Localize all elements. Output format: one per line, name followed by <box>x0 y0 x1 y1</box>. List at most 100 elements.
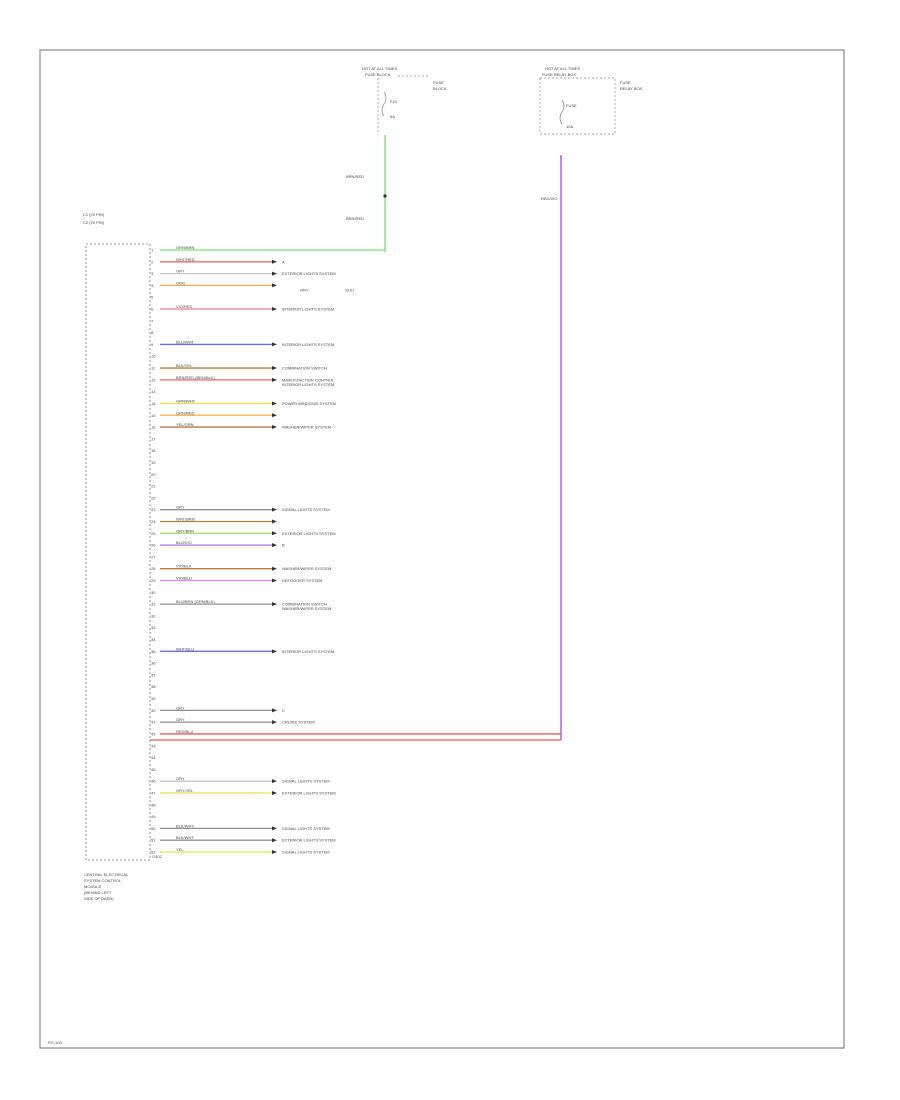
pin-row-22: 22 <box>151 495 156 500</box>
destination-label: POWER WINDOWS SYSTEM <box>282 401 336 406</box>
pin-number: 33 <box>151 625 156 630</box>
pin-number: 25 <box>151 531 156 536</box>
diagram-frame <box>39 49 845 1049</box>
terminal-arrow-icon <box>272 720 277 725</box>
pin-number: 32 <box>151 613 156 618</box>
connector-caption-5: SIDE OF DASH) <box>84 896 114 901</box>
fuse-2-symbol <box>559 99 565 125</box>
pin-number: 12 <box>151 377 156 382</box>
pin-number: 9 <box>151 342 154 347</box>
pin-number: 18 <box>151 448 156 453</box>
pin-number: 49 <box>151 814 156 819</box>
wire-color-label: GRY/BRN <box>176 528 194 533</box>
fuse-1-amps: 5A <box>390 114 395 119</box>
destination-label: DEFOGGER SYSTEM <box>282 578 322 583</box>
wire-color-label: GRY/YEL <box>176 788 194 793</box>
pin-row-5: 5 <box>151 295 154 300</box>
pin-row-21: 21 <box>151 484 156 489</box>
connector-outline <box>85 243 151 861</box>
terminal-arrow-icon <box>272 826 277 831</box>
pin-number: 30 <box>151 590 156 595</box>
pin-number: 45 <box>151 767 156 772</box>
pin-number: 17 <box>151 436 156 441</box>
pin-row-33: 33 <box>151 625 156 630</box>
terminal-arrow-icon <box>272 259 277 264</box>
pin-number: 38 <box>151 684 156 689</box>
wire-color-label: GRN/WHT <box>176 398 196 403</box>
connector-caption-1: CENTRAL ELECTRICAL <box>84 872 129 877</box>
wire-color-label: WHT/BRN <box>176 516 195 521</box>
pin-number: 51 <box>151 838 156 843</box>
connector-bottom-pin: G402 <box>152 854 163 859</box>
pin-number: 43 <box>151 743 156 748</box>
terminal-arrow-icon <box>272 401 277 406</box>
wire-color-label: BLK/YEL <box>176 363 193 368</box>
pin-row-45: 45 <box>151 767 156 772</box>
pin-number: 20 <box>151 472 156 477</box>
wire-color-label: BLK/WHT <box>176 823 194 828</box>
sub-destination-label: INTERIOR LIGHTS SYSTEM <box>282 382 334 387</box>
sub-destination-label: WASHER/WIPER SYSTEM <box>282 606 331 611</box>
pin-row-32: 32 <box>151 613 156 618</box>
wire-color-label: RED/BLU <box>176 729 193 734</box>
pin-number: 14 <box>151 401 156 406</box>
fuse-block-2: HOT AT ALL TIMES FUSE RELAY BOX FUSE 10A… <box>539 66 643 135</box>
destination-label: INTERIOR LIGHTS SYSTEM <box>282 307 334 312</box>
destination-label: C <box>282 708 285 713</box>
wire-color-label: YEL/GRN <box>176 422 194 427</box>
pin-number: 36 <box>151 661 156 666</box>
destination-label: MAIN FUNCTION CONTROL <box>282 377 335 382</box>
fuse-1-title: HOT AT ALL TIMES <box>362 66 397 71</box>
pin-row-34: 34 <box>151 637 156 642</box>
pin-number: 8 <box>151 330 154 335</box>
pin-row-37: 37 <box>151 672 156 677</box>
wire-color-label: ORG <box>176 280 185 285</box>
wire-color-label: VIO/BLU <box>176 576 192 581</box>
pin-row-38: 38 <box>151 684 156 689</box>
terminal-arrow-icon <box>272 566 277 571</box>
wire-color-label: GRY <box>176 717 185 722</box>
wire-color-label: WHT/BLU <box>176 646 194 651</box>
pin-number: 24 <box>151 519 156 524</box>
wire-color-label: GRY <box>176 705 185 710</box>
connector-block: C1 (20 PIN) C2 (20 PIN) G402 CENTRAL ELE… <box>83 212 163 901</box>
wire-color-label: BLK/WHT <box>176 835 194 840</box>
pin-row-18: 18 <box>151 448 156 453</box>
terminal-arrow-icon <box>272 850 277 854</box>
fuse-2-fuse: FUSE <box>566 103 577 108</box>
terminal-arrow-icon <box>272 779 277 784</box>
terminal-arrow-icon <box>272 519 277 524</box>
fuse-1-sub: FUSE BLOCK <box>365 72 391 77</box>
wire-color-label: BLU/BRN (GRN/BLK) <box>176 599 215 604</box>
fuse-block-1: HOT AT ALL TIMES FUSE BLOCK F10 5A FUSE … <box>362 66 447 135</box>
pin-number: 13 <box>151 389 156 394</box>
wire-color-label: GRN/RED <box>176 410 195 415</box>
terminal-arrow-icon <box>272 708 277 713</box>
feed-wire-1-label-b: BRN/RED <box>346 216 364 221</box>
pin-number: 48 <box>151 802 156 807</box>
destination-label: SIGNAL LIGHTS SYSTEM <box>282 779 330 784</box>
terminal-arrow-icon <box>272 838 277 843</box>
destination-label: COMBINATION SWITCH <box>282 366 327 371</box>
pin-row-14: 14 GRN/WHT POWER WINDOWS SYSTEM <box>151 398 336 406</box>
pin-number: 19 <box>151 460 156 465</box>
pin-number: 22 <box>151 495 156 500</box>
fuse-2-box-label-2: RELAY BOX <box>620 86 643 91</box>
pin-number: 39 <box>151 696 156 701</box>
pin-number: 10 <box>151 354 156 359</box>
